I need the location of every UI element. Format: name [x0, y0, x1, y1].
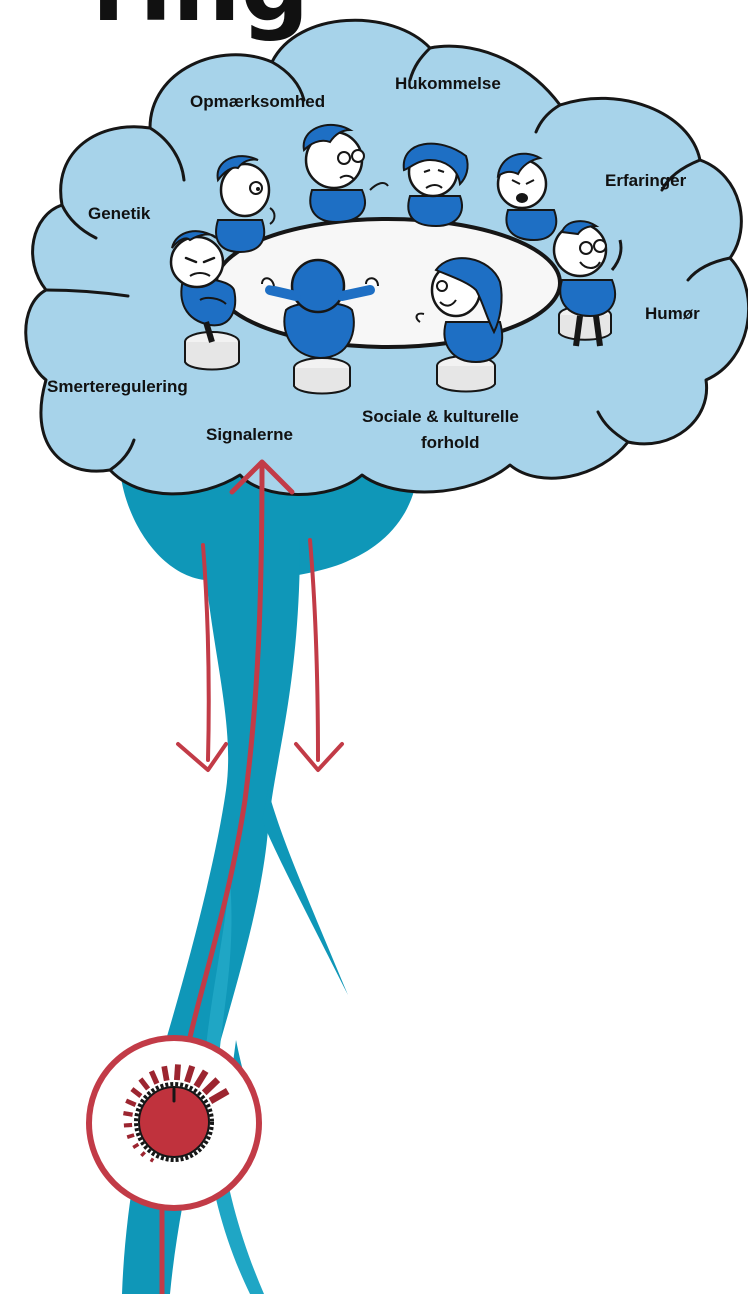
nerve-tendril-right: [262, 790, 348, 995]
label-genetik: Genetik: [88, 204, 151, 223]
label-hukommelse: Hukommelse: [395, 74, 501, 93]
dial-level-tick: [177, 1064, 178, 1080]
stool: [294, 358, 350, 394]
dial-level-tick: [164, 1066, 167, 1080]
label-signalerne: Signalerne: [206, 425, 293, 444]
label-sociale-line2: forhold: [421, 433, 480, 452]
dial-level-tick: [124, 1125, 132, 1126]
dial-level-tick: [151, 1158, 153, 1161]
descending-arrow-right-line: [310, 540, 318, 760]
header-title-fragment: ring: [92, 0, 309, 43]
label-erfaringer: Erfaringer: [605, 171, 687, 190]
descending-arrow-left-head: [178, 744, 226, 770]
label-sociale-line1: Sociale & kulturelle: [362, 407, 519, 426]
label-humor: Humør: [645, 304, 700, 323]
dial-level-tick: [123, 1113, 132, 1115]
label-smerteregulering: Smerteregulering: [47, 377, 188, 396]
dial-level-tick: [127, 1135, 134, 1137]
volume-dial-icon: [89, 1038, 259, 1208]
label-opmaerksomhed: Opmærksomhed: [190, 92, 325, 111]
